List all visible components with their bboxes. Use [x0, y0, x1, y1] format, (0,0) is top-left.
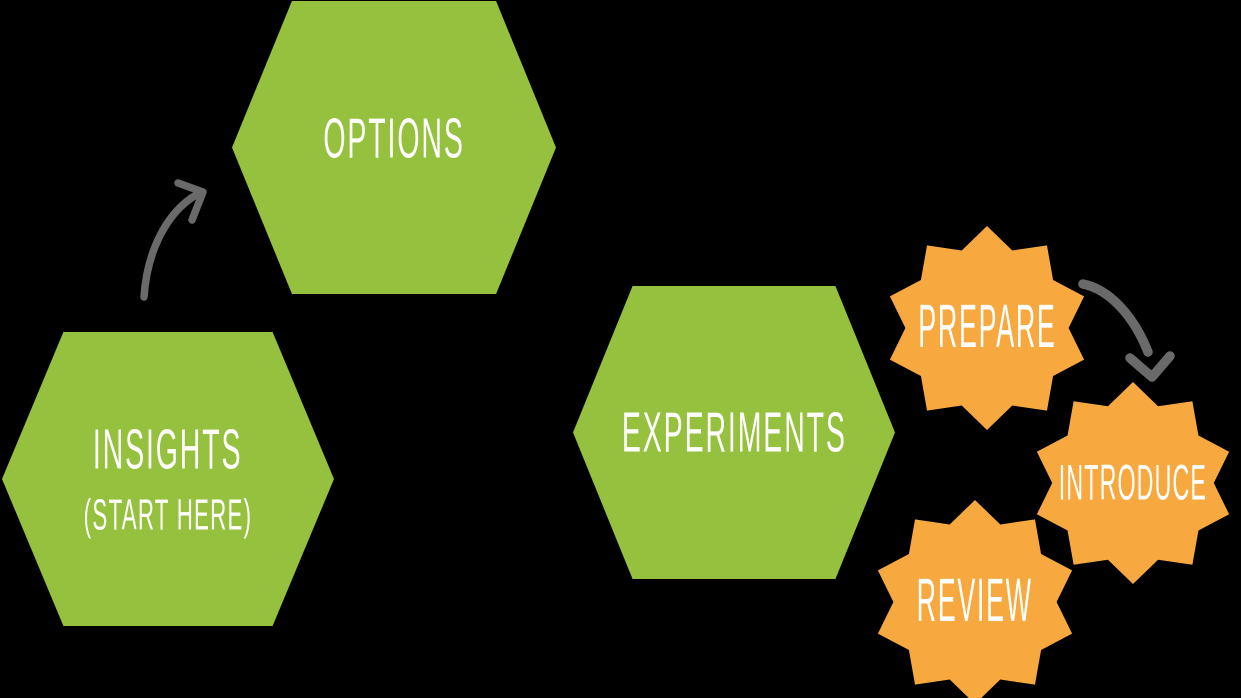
- insights-sublabel: (START HERE): [83, 488, 253, 539]
- prepare-label: PREPARE: [917, 292, 1057, 361]
- experiments-label: EXPERIMENTS: [621, 400, 847, 464]
- arrow-prepare-to-introduce-icon: [1078, 279, 1175, 382]
- options-label: OPTIONS: [323, 106, 465, 170]
- review-label: REVIEW: [916, 566, 1034, 635]
- hexagon-insights: INSIGHTS (START HERE): [2, 332, 334, 626]
- arrow-insights-to-options-icon: [140, 179, 207, 301]
- hexagon-experiments: EXPERIMENTS: [573, 286, 895, 579]
- introduce-label: INTRODUCE: [1058, 455, 1208, 511]
- hexagon-options: OPTIONS: [232, 1, 556, 294]
- insights-label: INSIGHTS: [93, 417, 243, 481]
